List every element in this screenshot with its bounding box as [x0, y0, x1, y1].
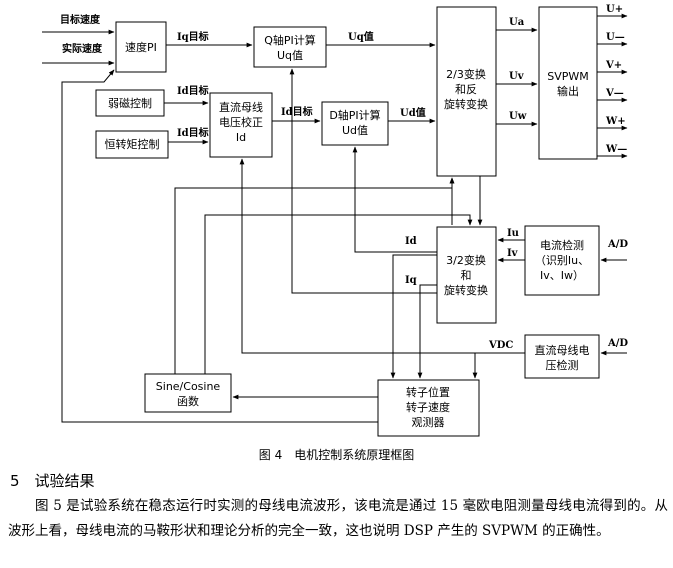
dc-correct-line1: 直流母线 [219, 100, 263, 114]
u-minus-label: U— [606, 32, 625, 43]
observer-line3: 观测器 [412, 416, 445, 429]
sincos-line2: 函数 [177, 395, 199, 408]
section-heading: 5 试验结果 [10, 472, 95, 490]
iu-label: Iu [507, 228, 519, 239]
ad-label-voltage: A/D [607, 338, 628, 349]
current-det-line2: （识别Iu、 [535, 254, 589, 267]
dc-voltage-detection-block [524, 334, 600, 379]
v-minus-label: V— [605, 88, 624, 99]
fwd-transform-line2: 和 [461, 269, 472, 282]
weak-field-title: 弱磁控制 [108, 96, 152, 110]
forward-transform-block [436, 226, 497, 324]
current-det-line3: Iv、Iw） [540, 269, 584, 282]
motor-control-block-diagram: 目标速度 实际速度 Iq目标 Uq值 Id目标 Id目标 Id目标 Ud值 Ua… [42, 4, 628, 437]
q-pi-title: Q轴PI计算 [264, 33, 316, 47]
iq-target-label: Iq目标 [177, 30, 209, 43]
inv-transform-line1: 2/3变换 [446, 67, 486, 81]
fwd-transform-line3: 旋转变换 [444, 283, 488, 297]
v-plus-label: V+ [605, 60, 622, 71]
figure-caption: 图 4 电机控制系统原理框图 [258, 448, 415, 462]
w-plus-label: W+ [605, 116, 626, 127]
id-target-label-weak: Id目标 [177, 84, 209, 97]
iv-label: Iv [507, 248, 519, 259]
dc-correct-line3: Id [236, 131, 246, 144]
const-torque-title: 恒转矩控制 [105, 137, 160, 151]
id-target-label-dpi: Id目标 [281, 105, 313, 118]
inv-transform-line2: 和反 [455, 83, 477, 96]
iq-feedback-label: Iq [405, 275, 417, 286]
dc-voltage-line2: 压检测 [546, 358, 579, 372]
u-plus-label: U+ [606, 4, 623, 15]
ad-label-current: A/D [607, 239, 628, 250]
id-feedback-label: Id [405, 236, 417, 247]
target-speed-label: 目标速度 [60, 13, 101, 26]
inv-transform-line3: 旋转变换 [444, 97, 488, 111]
q-pi-subtitle: Uq值 [277, 49, 303, 62]
const-torque-block [95, 130, 169, 159]
svpwm-block [538, 6, 598, 160]
dc-voltage-line1: 直流母线电 [535, 343, 590, 357]
speed-pi-title: 速度PI [125, 40, 157, 54]
body-paragraph: 图 5 是试验系统在稳态运行时实测的母线电流波形，该电流是通过 15 毫欧电阻测… [8, 498, 668, 539]
uv-label: Uv [509, 71, 525, 82]
svpwm-line2: 输出 [557, 84, 579, 98]
svpwm-line1: SVPWM [547, 70, 589, 83]
d-pi-title: D轴PI计算 [329, 108, 380, 122]
speed-pi-block [115, 21, 167, 73]
uq-value-label: Uq值 [348, 30, 374, 43]
fwd-transform-line1: 3/2变换 [446, 253, 486, 267]
ua-label: Ua [509, 17, 525, 28]
d-pi-subtitle: Ud值 [342, 124, 368, 137]
rotor-observer-block [377, 379, 480, 437]
w-minus-label: W— [605, 144, 627, 155]
sine-cosine-block [144, 373, 232, 413]
q-axis-pi-block [253, 26, 327, 68]
uw-label: Uw [509, 111, 527, 122]
observer-line2: 转子速度 [406, 400, 450, 414]
ud-value-label: Ud值 [400, 106, 426, 119]
dc-correct-line2: 电压校正 [219, 115, 263, 129]
sincos-line1: Sine/Cosine [156, 380, 221, 393]
inverse-transform-block [436, 6, 497, 177]
id-target-label-torque: Id目标 [177, 126, 209, 139]
dc-bus-correction-block [209, 92, 273, 158]
current-det-line1: 电流检测 [540, 238, 584, 252]
vdc-label: VDC [488, 340, 513, 351]
d-axis-pi-block [321, 101, 389, 146]
actual-speed-label: 实际速度 [62, 42, 103, 55]
observer-line1: 转子位置 [406, 385, 450, 399]
